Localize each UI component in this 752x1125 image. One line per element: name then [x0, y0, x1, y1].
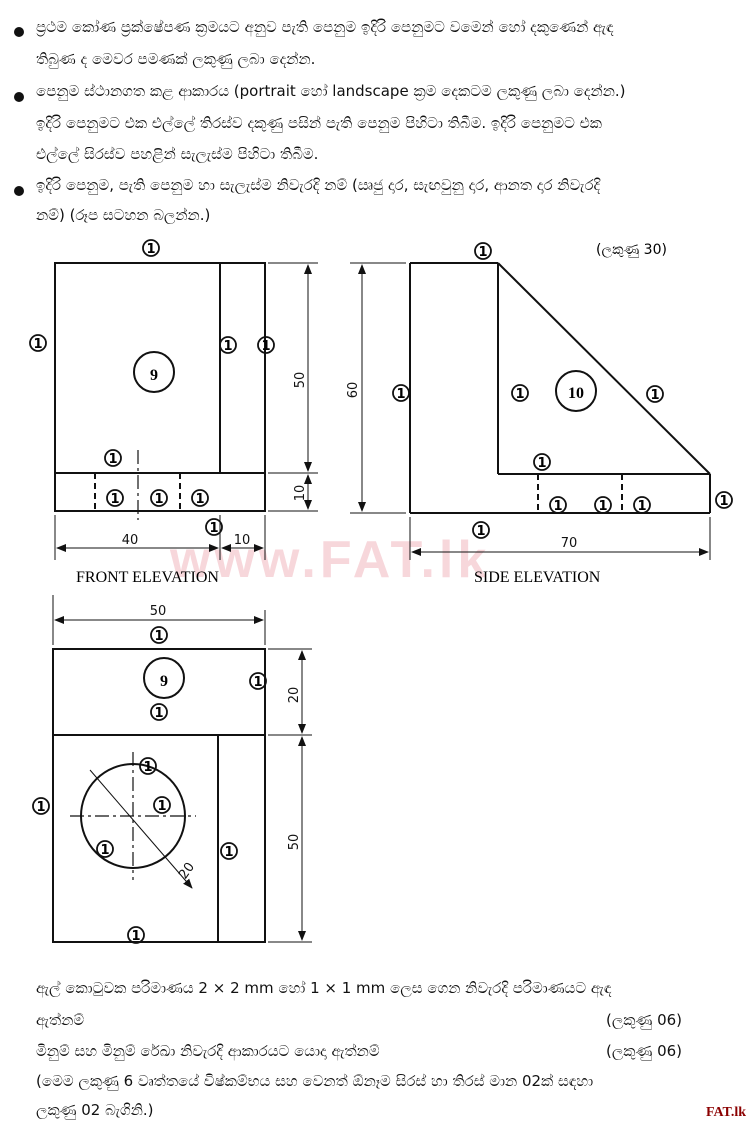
svg-text:1: 1	[650, 388, 659, 403]
mark-circle: 1	[104, 449, 122, 467]
mark-circle: 1	[32, 797, 50, 815]
mark-circle: 1	[142, 239, 160, 257]
scale-line-cont: ඇත්නම්	[36, 1011, 85, 1029]
svg-text:1: 1	[396, 387, 405, 402]
bullet3-line1: ඉදිරි පෙනුම, පැති පෙනුම හා සැලැස්ම නිවැර…	[36, 176, 601, 194]
svg-text:1: 1	[537, 456, 546, 471]
watermark: www.FAT.lk	[170, 531, 491, 589]
corner-mark: FAT.lk	[705, 1105, 746, 1120]
svg-text:1: 1	[154, 492, 163, 507]
svg-text:1: 1	[598, 499, 607, 514]
dim-front-base: 10	[293, 485, 308, 502]
svg-text:1: 1	[154, 706, 163, 721]
marks-total: (ලකුණු 30)	[596, 242, 667, 258]
bullet1-line1: ප්‍රථම කෝණ ප්‍රක්ෂේපණ ක්‍රමයට අනුව පැති …	[36, 18, 614, 36]
dim-side-height: 60	[346, 382, 361, 399]
dim-front-height: 50	[293, 372, 308, 389]
front-elevation-label: FRONT ELEVATION	[76, 569, 219, 586]
side-elevation	[350, 262, 711, 560]
svg-text:1: 1	[143, 760, 152, 775]
mark-circle: 1	[594, 496, 612, 514]
svg-text:1: 1	[261, 339, 270, 354]
dim-plan-top: 20	[287, 687, 302, 704]
mark-circles: 1 1 1 1 1 1 1 1 1 1 1 1 1 1 1 1 1 1 1 1 …	[29, 239, 733, 944]
bullet-dot	[14, 27, 24, 37]
side-elevation-label: SIDE ELEVATION	[474, 569, 601, 586]
svg-text:1: 1	[637, 499, 646, 514]
mark-circle: 1	[150, 489, 168, 507]
mark-circle: 1	[472, 521, 490, 539]
mark-circle: 1	[633, 496, 651, 514]
svg-text:1: 1	[476, 524, 485, 539]
bullet1-line2: තිබුණ ද මෙවර පමණක් ලකුණු ලබා දෙන්න.	[36, 50, 316, 68]
note-line-cont: ලකුණු 02 බැගිනි.)	[36, 1101, 154, 1119]
svg-text:1: 1	[131, 929, 140, 944]
dim-plan-width: 50	[150, 604, 167, 619]
big-mark-side: 10	[555, 370, 597, 412]
svg-text:1: 1	[515, 387, 524, 402]
mark-circle: 1	[29, 334, 47, 352]
svg-text:1: 1	[224, 845, 233, 860]
mark-circle: 1	[220, 842, 238, 860]
dim-plan-main: 50	[287, 834, 302, 851]
mark-circle: 1	[150, 626, 168, 644]
svg-text:9: 9	[160, 673, 168, 690]
svg-text:10: 10	[568, 385, 584, 402]
mark-circle: 1	[474, 242, 492, 260]
svg-text:1: 1	[209, 521, 218, 536]
mark-circle: 1	[96, 840, 114, 858]
mark-circle: 1	[646, 385, 664, 403]
mark-circle: 1	[715, 491, 733, 509]
svg-text:1: 1	[553, 499, 562, 514]
mark-circle: 1	[249, 672, 267, 690]
mark-circle: 1	[392, 384, 410, 402]
bullet-dot	[14, 186, 24, 196]
mark-circle: 1	[219, 336, 237, 354]
mark-circle: 1	[549, 496, 567, 514]
marks-06-b: (ලකුණු 06)	[606, 1042, 683, 1060]
big-mark-plan: 9	[143, 657, 185, 699]
svg-text:1: 1	[154, 629, 163, 644]
mark-circle: 1	[139, 757, 157, 775]
bullet3-line2: නම්) (රූප සටහන බලන්න.)	[36, 206, 211, 224]
dim-front-width: 40	[122, 533, 139, 548]
svg-text:1: 1	[195, 492, 204, 507]
marks-06-a: (ලකුණු 06)	[606, 1011, 683, 1029]
bullet2-line1: පෙනුම ස්ථානගත කළ ආකාරය (portrait හෝ land…	[36, 82, 626, 100]
note-line: (මෙම ලකුණු 6 වෘත්තයේ විෂ්කම්භය සහ වෙනත් …	[36, 1072, 594, 1090]
scale-line: ඇල් කොටුවක පරිමාණය 2 × 2 mm හෝ 1 × 1 mm …	[36, 979, 612, 997]
dim-plan-radius: 20	[176, 860, 198, 882]
svg-text:1: 1	[223, 339, 232, 354]
svg-text:1: 1	[36, 800, 45, 815]
plan-view	[52, 595, 312, 943]
big-mark-front: 9	[133, 351, 175, 393]
svg-text:1: 1	[719, 494, 728, 509]
svg-text:1: 1	[253, 675, 262, 690]
svg-text:1: 1	[146, 242, 155, 257]
bullet2-line3: එල්ලේ සිරස්ව පහළින් සැලැස්ම පිහිටා තිබීම…	[36, 145, 319, 163]
bullet2-line2: ඉදිරි පෙනුමට එක එල්ලේ තිරස්ව දකුණු පසින්…	[36, 114, 602, 132]
mark-circle: 1	[106, 489, 124, 507]
svg-text:9: 9	[150, 367, 158, 384]
bullet-dot	[14, 92, 24, 102]
front-elevation	[54, 262, 318, 560]
mark-circle: 1	[511, 384, 529, 402]
mark-circle: 1	[153, 796, 171, 814]
mark-circle: 1	[150, 703, 168, 721]
dim-side-width: 70	[561, 536, 578, 551]
svg-text:1: 1	[110, 492, 119, 507]
svg-text:1: 1	[478, 245, 487, 260]
mark-circle: 1	[127, 926, 145, 944]
svg-text:1: 1	[157, 799, 166, 814]
svg-text:1: 1	[33, 337, 42, 352]
mark-circle: 1	[257, 336, 275, 354]
mark-circle: 1	[191, 489, 209, 507]
mark-circle: 1	[205, 518, 223, 536]
svg-text:1: 1	[108, 452, 117, 467]
dim-front-right: 10	[234, 533, 251, 548]
dimension-line: මිනුම් සහ මිනුම් රේඛා නිවැරදි ආකාරයට යොද…	[36, 1042, 380, 1060]
mark-circle: 1	[533, 453, 551, 471]
svg-text:1: 1	[100, 843, 109, 858]
